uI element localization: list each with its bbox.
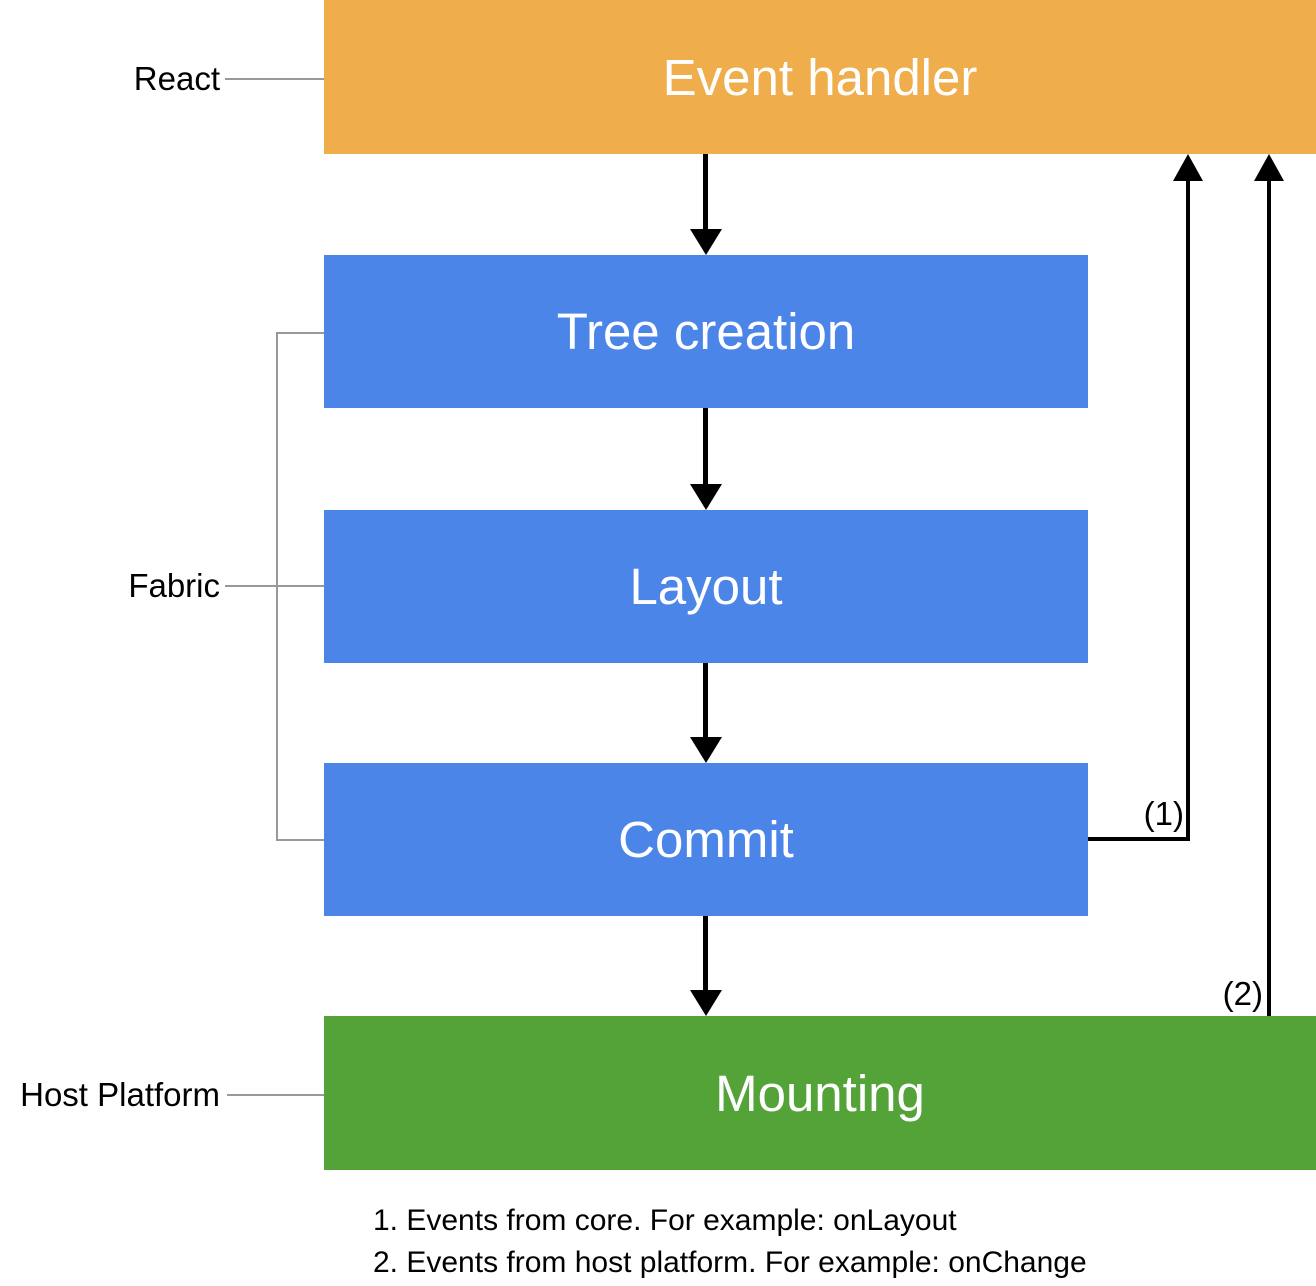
node-mounting: Mounting (324, 1016, 1316, 1170)
arrow-commit-to-mounting-stem (703, 916, 708, 990)
fabric-bracket-vertical-line (276, 332, 278, 841)
fabric-connector-line (225, 585, 324, 587)
footnote-1: 1. Events from core. For example: onLayo… (373, 1204, 957, 1237)
fabric-bracket-top-stub (276, 332, 324, 334)
arrow-commit-to-mounting-head (690, 990, 722, 1016)
node-tree-creation-label: Tree creation (556, 303, 856, 360)
node-event-handler-label: Event handler (662, 48, 978, 106)
arrow-layout-to-commit-stem (703, 663, 708, 737)
node-event-handler: Event handler (324, 0, 1316, 154)
footnote-2: 2. Events from host platform. For exampl… (373, 1246, 1087, 1279)
feedback-arrow-2-label: (2) (1222, 975, 1263, 1012)
node-tree-creation: Tree creation (324, 255, 1088, 408)
react-connector-line (225, 78, 324, 80)
feedback-arrow-1-vertical-line (1186, 179, 1190, 841)
arrow-event-handler-to-tree-creation-stem (703, 154, 708, 229)
layer-label-fabric: Fabric (128, 567, 220, 604)
fabric-bracket-bottom-stub (276, 839, 324, 841)
layer-label-host-platform: Host Platform (20, 1076, 220, 1113)
arrow-tree-creation-to-layout-head (690, 484, 722, 510)
feedback-arrow-1-head (1173, 154, 1203, 181)
node-mounting-label: Mounting (715, 1064, 925, 1122)
arrow-layout-to-commit-head (690, 737, 722, 763)
node-commit: Commit (324, 763, 1088, 916)
feedback-arrow-1-horizontal-line (1088, 837, 1190, 841)
arrow-tree-creation-to-layout-stem (703, 408, 708, 484)
layer-label-react: React (133, 60, 220, 97)
feedback-arrow-2-vertical-line (1267, 179, 1271, 1016)
feedback-arrow-2-head (1254, 154, 1284, 181)
node-commit-label: Commit (618, 811, 794, 868)
feedback-arrow-1-label: (1) (1143, 795, 1184, 832)
node-layout-label: Layout (629, 558, 783, 615)
arrow-event-handler-to-tree-creation-head (690, 229, 722, 255)
footnotes: 1. Events from core. For example: onLayo… (373, 1200, 1087, 1284)
node-layout: Layout (324, 510, 1088, 663)
host-platform-connector-line (227, 1094, 324, 1096)
